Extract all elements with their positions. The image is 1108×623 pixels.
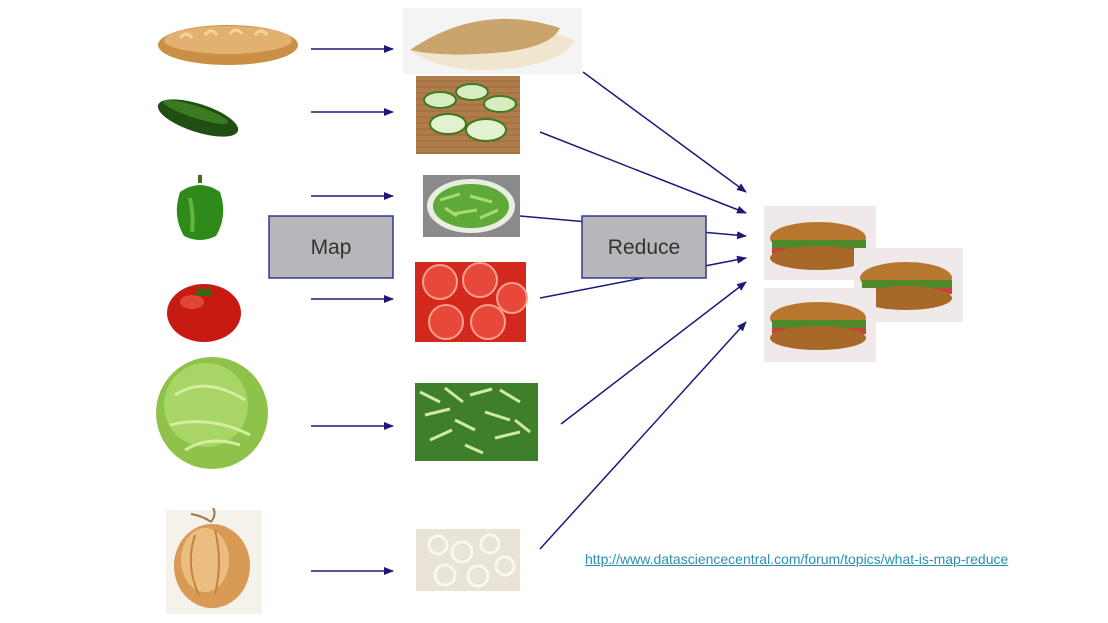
tomato-icon <box>167 284 241 342</box>
sliced-onion-icon <box>416 529 520 591</box>
sliced-tomato-icon <box>415 262 528 342</box>
sandwich-bottom <box>764 288 876 362</box>
source-link[interactable]: http://www.datasciencecentral.com/forum/… <box>585 551 1009 567</box>
sliced-bread-icon <box>403 8 582 74</box>
green-pepper-icon <box>176 175 224 240</box>
reduce-box: Reduce <box>581 215 707 279</box>
map-arrows <box>311 45 394 575</box>
map-box: Map <box>268 215 394 279</box>
arrow-reduce-lettuce <box>560 281 747 425</box>
onion-icon <box>166 507 262 614</box>
bread-loaf-icon <box>158 25 298 65</box>
sandwich-icon <box>764 206 963 362</box>
shredded-lettuce-icon <box>415 383 538 461</box>
arrow-reduce-cucumber <box>539 131 747 214</box>
cucumber-icon <box>157 99 239 137</box>
arrow-reduce-bread <box>582 71 747 193</box>
reduce-arrows <box>519 71 747 550</box>
lettuce-icon <box>156 357 268 469</box>
map-label: Map <box>311 236 352 259</box>
arrow-reduce-onion <box>539 321 747 550</box>
reduce-label: Reduce <box>608 236 680 259</box>
chopped-pepper-icon <box>423 175 520 237</box>
sliced-cucumber-icon <box>416 76 520 154</box>
